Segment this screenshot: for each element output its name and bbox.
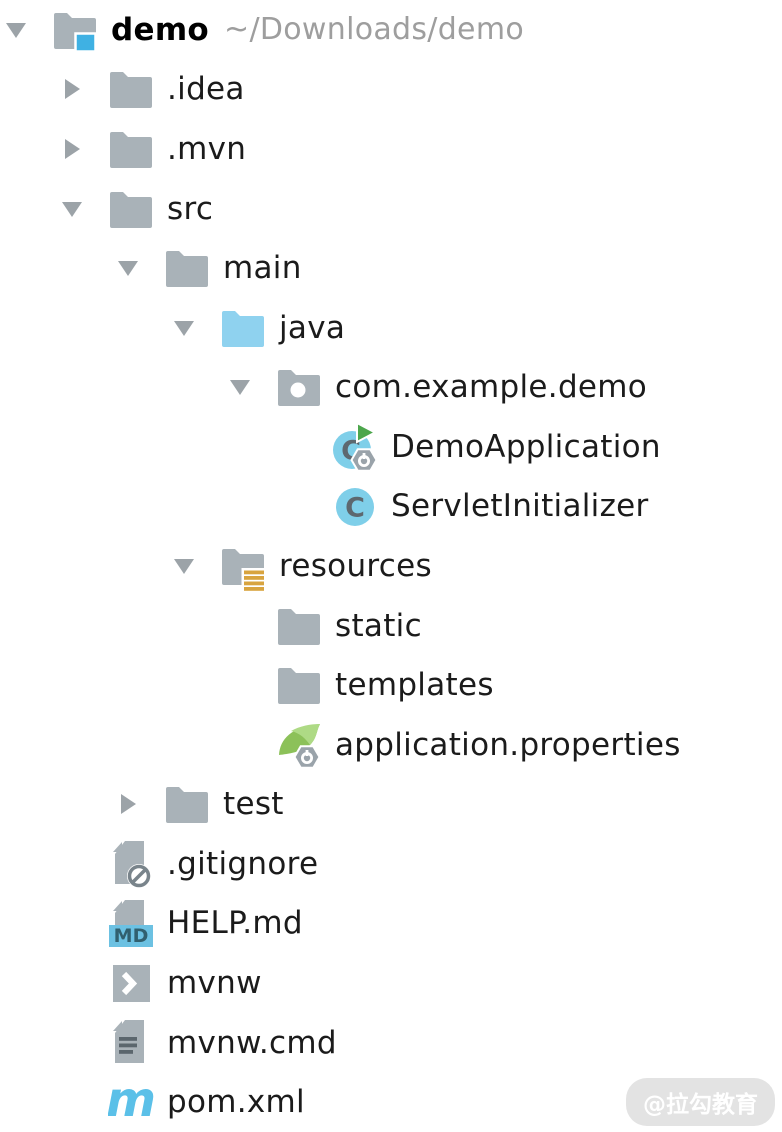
tree-row[interactable]: java	[0, 298, 782, 358]
tree-item-label: java	[279, 309, 346, 346]
tree-item-label: main	[223, 250, 302, 287]
tree-row[interactable]: .gitignore	[0, 834, 782, 894]
tree-row[interactable]: C ServletInitializer	[0, 477, 782, 537]
ignored-file-icon	[108, 839, 154, 889]
expand-arrow-icon[interactable]	[116, 256, 164, 280]
tree-row[interactable]: test	[0, 775, 782, 835]
tree-row[interactable]: C DemoApplication	[0, 417, 782, 477]
project-folder-icon	[52, 5, 98, 55]
expand-arrow-icon[interactable]	[228, 375, 276, 399]
folder-icon	[276, 601, 322, 651]
tree-item-label: src	[167, 190, 214, 227]
tree-item-label: .idea	[167, 71, 245, 108]
expand-arrow-icon[interactable]	[172, 316, 220, 340]
tree-item-label: .gitignore	[167, 845, 319, 882]
watermark-badge: @拉勾教育	[626, 1078, 775, 1126]
tree-row[interactable]: templates	[0, 655, 782, 715]
tree-item-label: resources	[279, 547, 432, 584]
tree-row[interactable]: mvnw.cmd	[0, 1013, 782, 1073]
package-icon	[276, 362, 322, 412]
expand-arrow-icon	[228, 673, 276, 697]
expand-arrow-icon	[60, 971, 108, 995]
tree-row[interactable]: static	[0, 596, 782, 656]
folder-icon	[108, 184, 154, 234]
tree-row[interactable]: com.example.demo	[0, 357, 782, 417]
shell-script-icon	[108, 958, 154, 1008]
tree-row[interactable]: MD HELP.md	[0, 894, 782, 954]
expand-arrow-icon	[60, 1090, 108, 1114]
expand-arrow-icon[interactable]	[4, 18, 52, 42]
svg-text:MD: MD	[114, 925, 149, 947]
expand-arrow-icon	[228, 614, 276, 638]
bootable-class-icon: C	[332, 421, 378, 472]
folder-icon	[108, 124, 154, 174]
expand-arrow-icon	[284, 494, 332, 518]
sources-folder-icon	[220, 303, 266, 353]
expand-arrow-icon[interactable]	[60, 197, 108, 221]
tree-row[interactable]: .mvn	[0, 119, 782, 179]
tree-row[interactable]: application.properties	[0, 715, 782, 775]
folder-icon	[164, 779, 210, 829]
svg-text:C: C	[345, 493, 365, 524]
svg-text:m: m	[108, 1077, 154, 1127]
spring-config-icon	[276, 720, 322, 770]
expand-arrow-icon	[60, 911, 108, 935]
tree-row[interactable]: .idea	[0, 60, 782, 120]
tree-row[interactable]: m pom.xml	[0, 1072, 782, 1132]
tree-row[interactable]: demo ~/Downloads/demo	[0, 0, 782, 60]
class-icon: C	[332, 481, 378, 531]
tree-item-path: ~/Downloads/demo	[224, 12, 524, 48]
expand-arrow-icon	[228, 733, 276, 757]
tree-item-label: test	[223, 786, 284, 823]
text-file-icon	[108, 1018, 154, 1068]
folder-icon	[108, 64, 154, 114]
expand-arrow-icon	[284, 435, 332, 459]
tree-item-label: .mvn	[167, 130, 247, 167]
folder-icon	[164, 243, 210, 293]
tree-item-label: static	[335, 607, 422, 644]
tree-item-label: ServletInitializer	[391, 488, 649, 525]
folder-icon	[276, 660, 322, 710]
tree-item-label: templates	[335, 667, 494, 704]
tree-row[interactable]: src	[0, 179, 782, 239]
tree-item-label: HELP.md	[167, 905, 303, 942]
expand-arrow-icon[interactable]	[172, 554, 220, 578]
expand-arrow-icon[interactable]	[116, 792, 164, 816]
expand-arrow-icon[interactable]	[60, 137, 108, 161]
expand-arrow-icon	[60, 1031, 108, 1055]
tree-item-label: DemoApplication	[391, 428, 661, 465]
resources-folder-icon	[220, 541, 266, 591]
maven-file-icon: m	[108, 1077, 154, 1127]
tree-item-label: mvnw	[167, 965, 262, 1002]
markdown-file-icon: MD	[108, 898, 154, 948]
expand-arrow-icon	[60, 852, 108, 876]
tree-item-label: application.properties	[335, 726, 681, 763]
tree-row[interactable]: main	[0, 238, 782, 298]
tree-item-label: com.example.demo	[335, 369, 648, 406]
expand-arrow-icon[interactable]	[60, 77, 108, 101]
tree-item-label: demo	[111, 11, 210, 48]
tree-row[interactable]: resources	[0, 536, 782, 596]
tree-item-label: mvnw.cmd	[167, 1024, 337, 1061]
tree-row[interactable]: mvnw	[0, 953, 782, 1013]
tree-item-label: pom.xml	[167, 1084, 305, 1121]
